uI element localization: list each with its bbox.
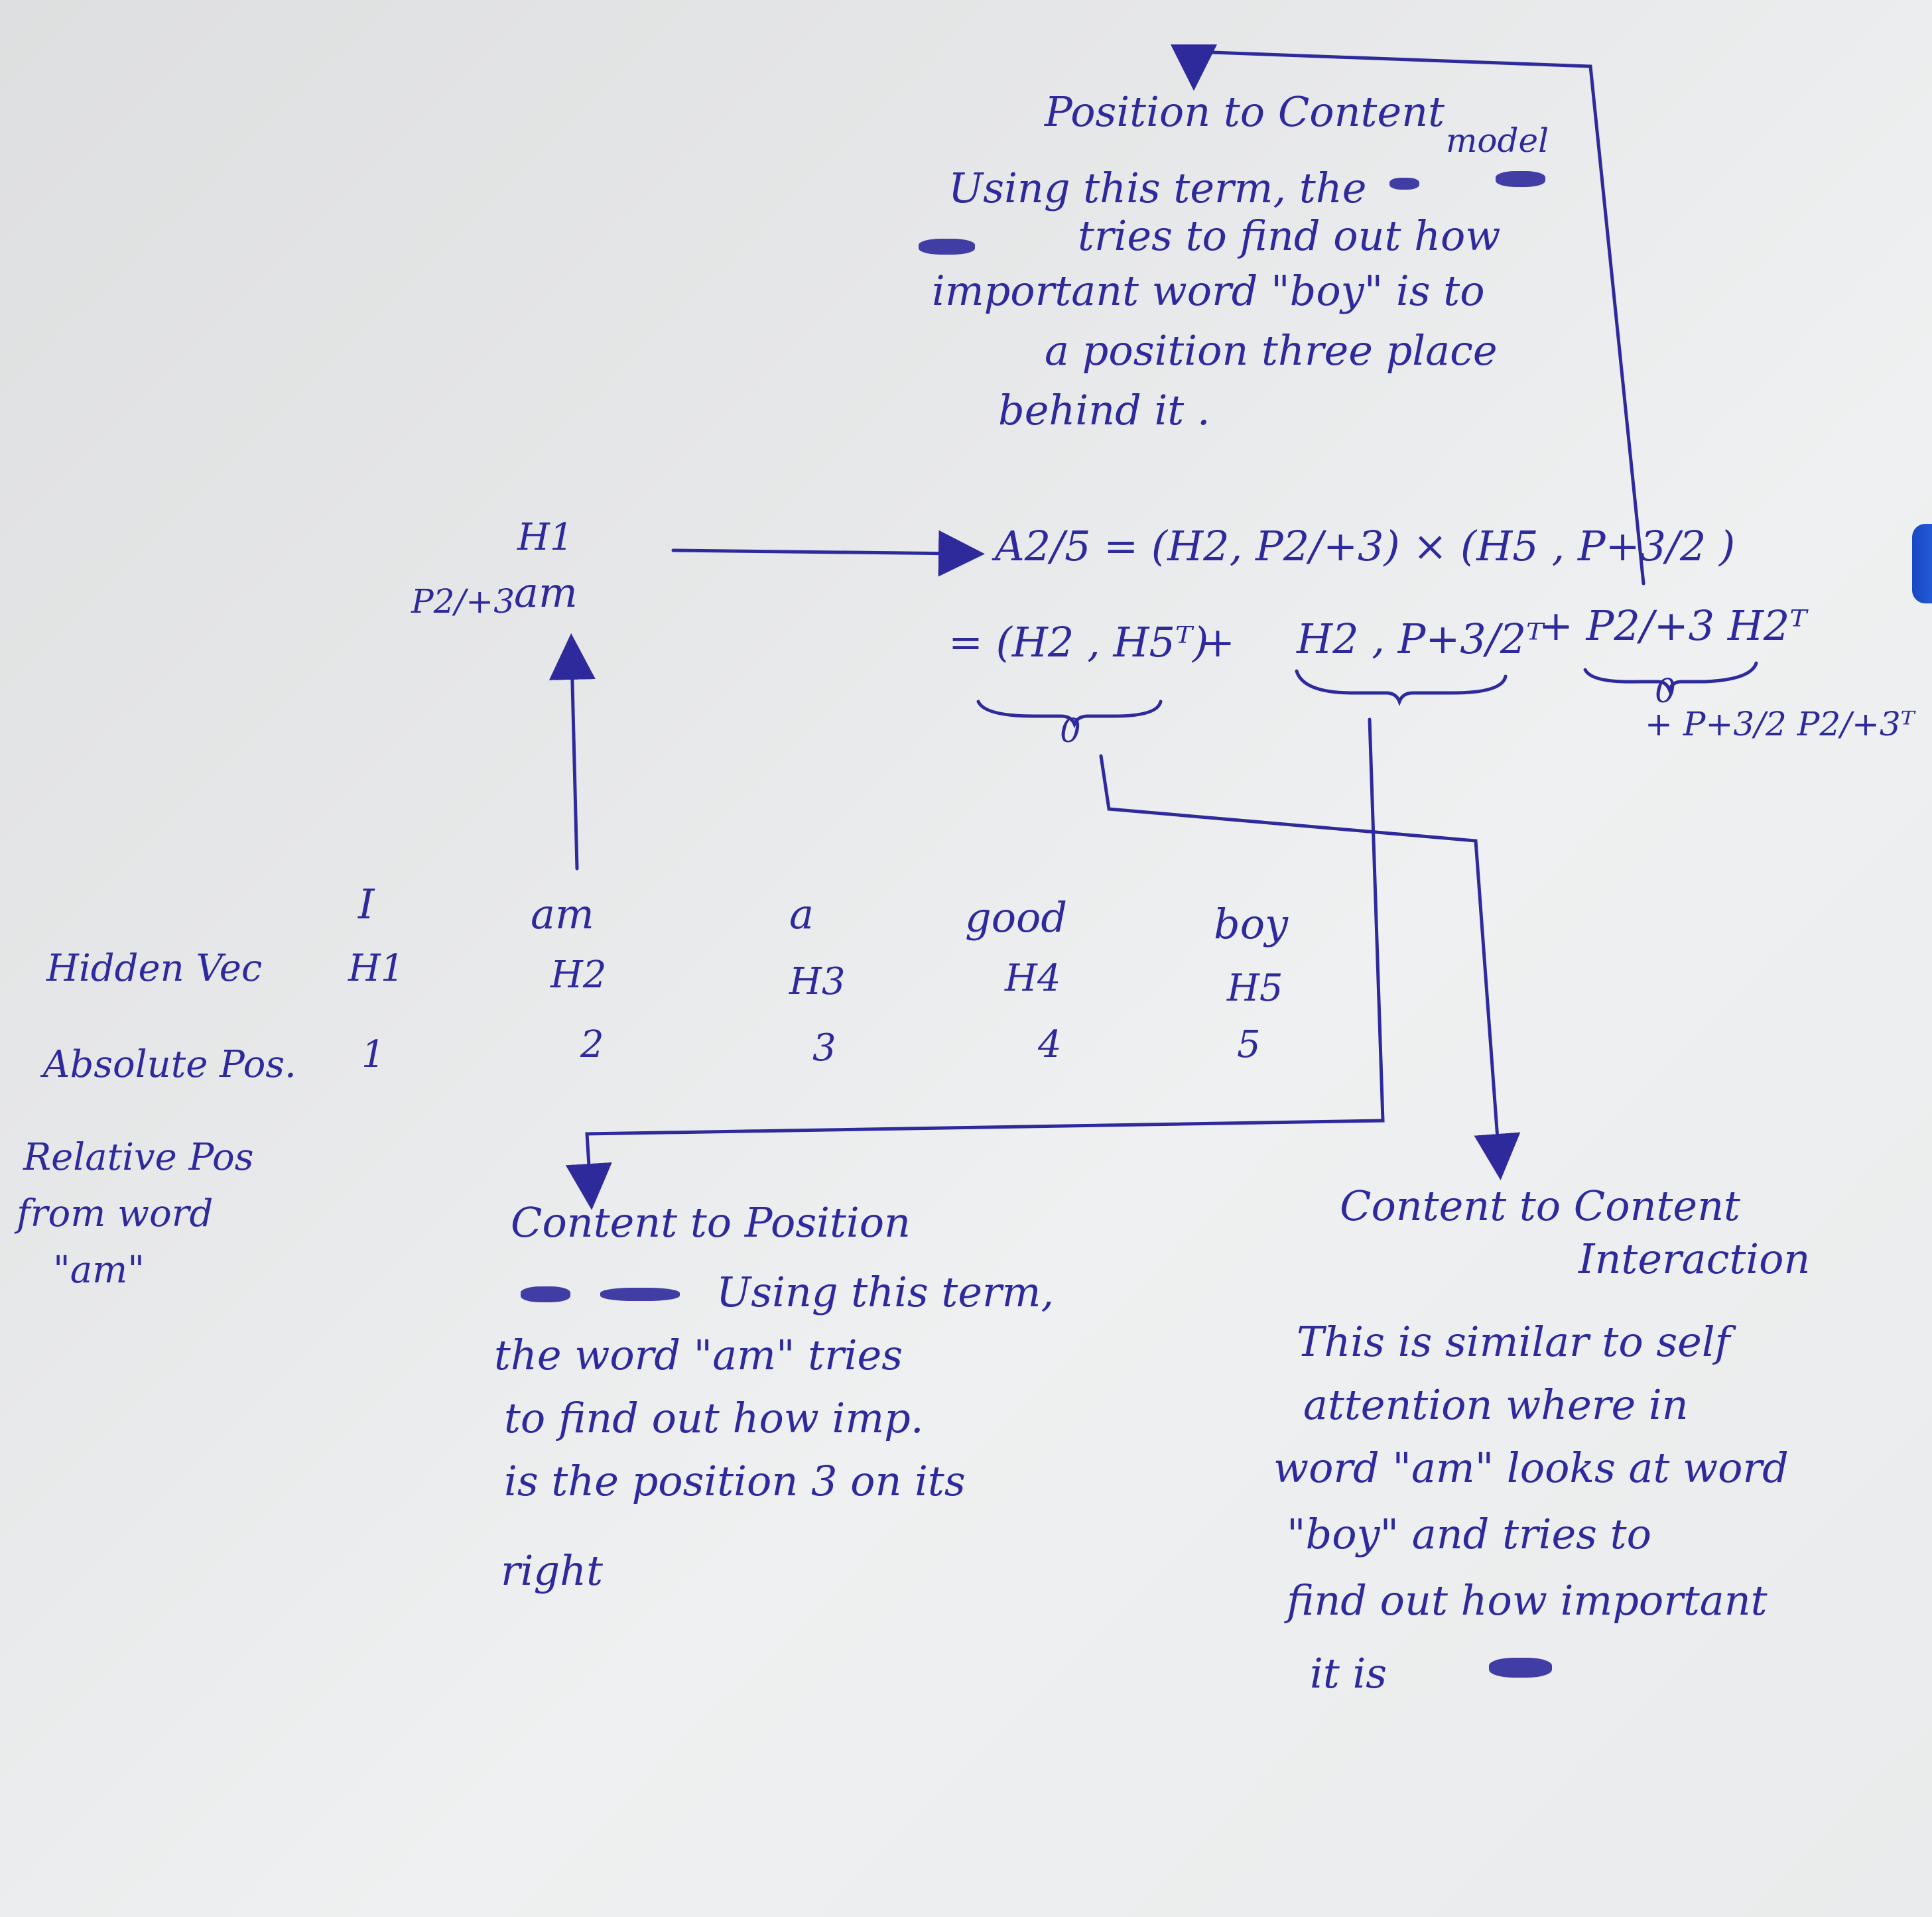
content-content-connector	[1099, 754, 1521, 1180]
position-content-heading: Position to Content	[1045, 88, 1445, 136]
am-up-arrow	[548, 633, 596, 871]
content-position-line-4: is the position 3 on its	[504, 1457, 966, 1505]
absolute-1: 1	[361, 1033, 385, 1076]
equation-line-1: A2/5 = (H2, P2/+3) × (H5 , P+3/2 )	[995, 522, 1736, 570]
content-content-line-1: This is similar to self	[1297, 1318, 1730, 1366]
position-content-line-3: important word "boy" is to	[932, 267, 1485, 315]
left-relative-pos: P2/+3	[411, 582, 515, 621]
relative-pos-label-2: from word	[17, 1192, 214, 1235]
content-position-heading: Content to Position	[511, 1198, 911, 1247]
relative-pos-label-3: "am"	[53, 1249, 145, 1292]
scribble-mark	[1496, 171, 1545, 187]
content-position-line-1: Using this term,	[716, 1268, 1055, 1316]
content-content-heading-1: Content to Content	[1340, 1182, 1740, 1230]
word-1: I	[358, 880, 375, 928]
word-3: a	[789, 890, 814, 938]
content-position-line-2: the word "am" tries	[494, 1331, 903, 1379]
absolute-2: 2	[580, 1023, 604, 1066]
pen-edge	[1912, 524, 1932, 603]
content-content-line-2: attention where in	[1303, 1381, 1689, 1429]
hidden-2: H2	[550, 954, 607, 997]
scribble-mark	[1389, 178, 1419, 190]
left-hidden-h1: H1	[517, 516, 574, 559]
position-content-line-5: behind it .	[998, 386, 1210, 434]
brace-content-position	[1295, 669, 1508, 706]
zero-mark-a: 0	[1060, 711, 1081, 750]
hidden-vec-label: Hidden Vec	[46, 947, 263, 990]
equation-term-position-content: + P2/+3 H2ᵀ	[1539, 601, 1807, 650]
hidden-5: H5	[1227, 967, 1283, 1010]
content-position-line-3: to find out how imp.	[504, 1394, 924, 1442]
word-5: boy	[1214, 900, 1289, 948]
absolute-3: 3	[812, 1026, 836, 1070]
left-word-am: am	[514, 568, 578, 617]
scribble-mark	[600, 1288, 680, 1301]
equation-term-position-position: + P+3/2 P2/+3ᵀ	[1645, 705, 1915, 743]
content-content-heading-2: Interaction	[1578, 1235, 1811, 1283]
word-2: am	[531, 890, 594, 938]
absolute-pos-label: Absolute Pos.	[43, 1043, 296, 1086]
position-content-line-4: a position three place	[1045, 326, 1498, 375]
scribble-mark	[521, 1286, 570, 1302]
equation-arrow	[671, 530, 985, 577]
position-content-line-1: Using this term, the	[948, 164, 1367, 212]
hidden-4: H4	[1005, 957, 1061, 1000]
content-position-connector	[565, 717, 1385, 1210]
content-content-line-4: "boy" and tries to	[1287, 1510, 1651, 1558]
zero-mark-b: 0	[1655, 672, 1676, 710]
content-content-line-5: find out how important	[1287, 1576, 1768, 1625]
content-position-line-5: right	[501, 1546, 604, 1595]
scribble-mark	[1489, 1658, 1552, 1678]
scribble-mark	[919, 239, 975, 255]
model-word: model	[1446, 121, 1549, 160]
hidden-1: H1	[348, 947, 405, 990]
content-content-line-3: word "am" looks at word	[1273, 1444, 1789, 1492]
position-content-line-2: tries to find out how	[1078, 212, 1501, 260]
position-content-connector	[1171, 44, 1645, 586]
absolute-5: 5	[1237, 1023, 1261, 1066]
absolute-4: 4	[1038, 1023, 1062, 1066]
equation-term-content-position: H2 , P+3/2ᵀ	[1297, 615, 1544, 663]
hidden-3: H3	[789, 960, 846, 1003]
brace-content-content	[976, 700, 1163, 729]
equation-term-content-content: = (H2 , H5ᵀ)	[948, 618, 1209, 666]
equation-plus: +	[1200, 618, 1235, 666]
content-content-line-6: it is	[1310, 1649, 1387, 1698]
brace-position-content	[1583, 661, 1758, 694]
relative-pos-label-1: Relative Pos	[23, 1136, 254, 1179]
word-4: good	[965, 893, 1068, 942]
